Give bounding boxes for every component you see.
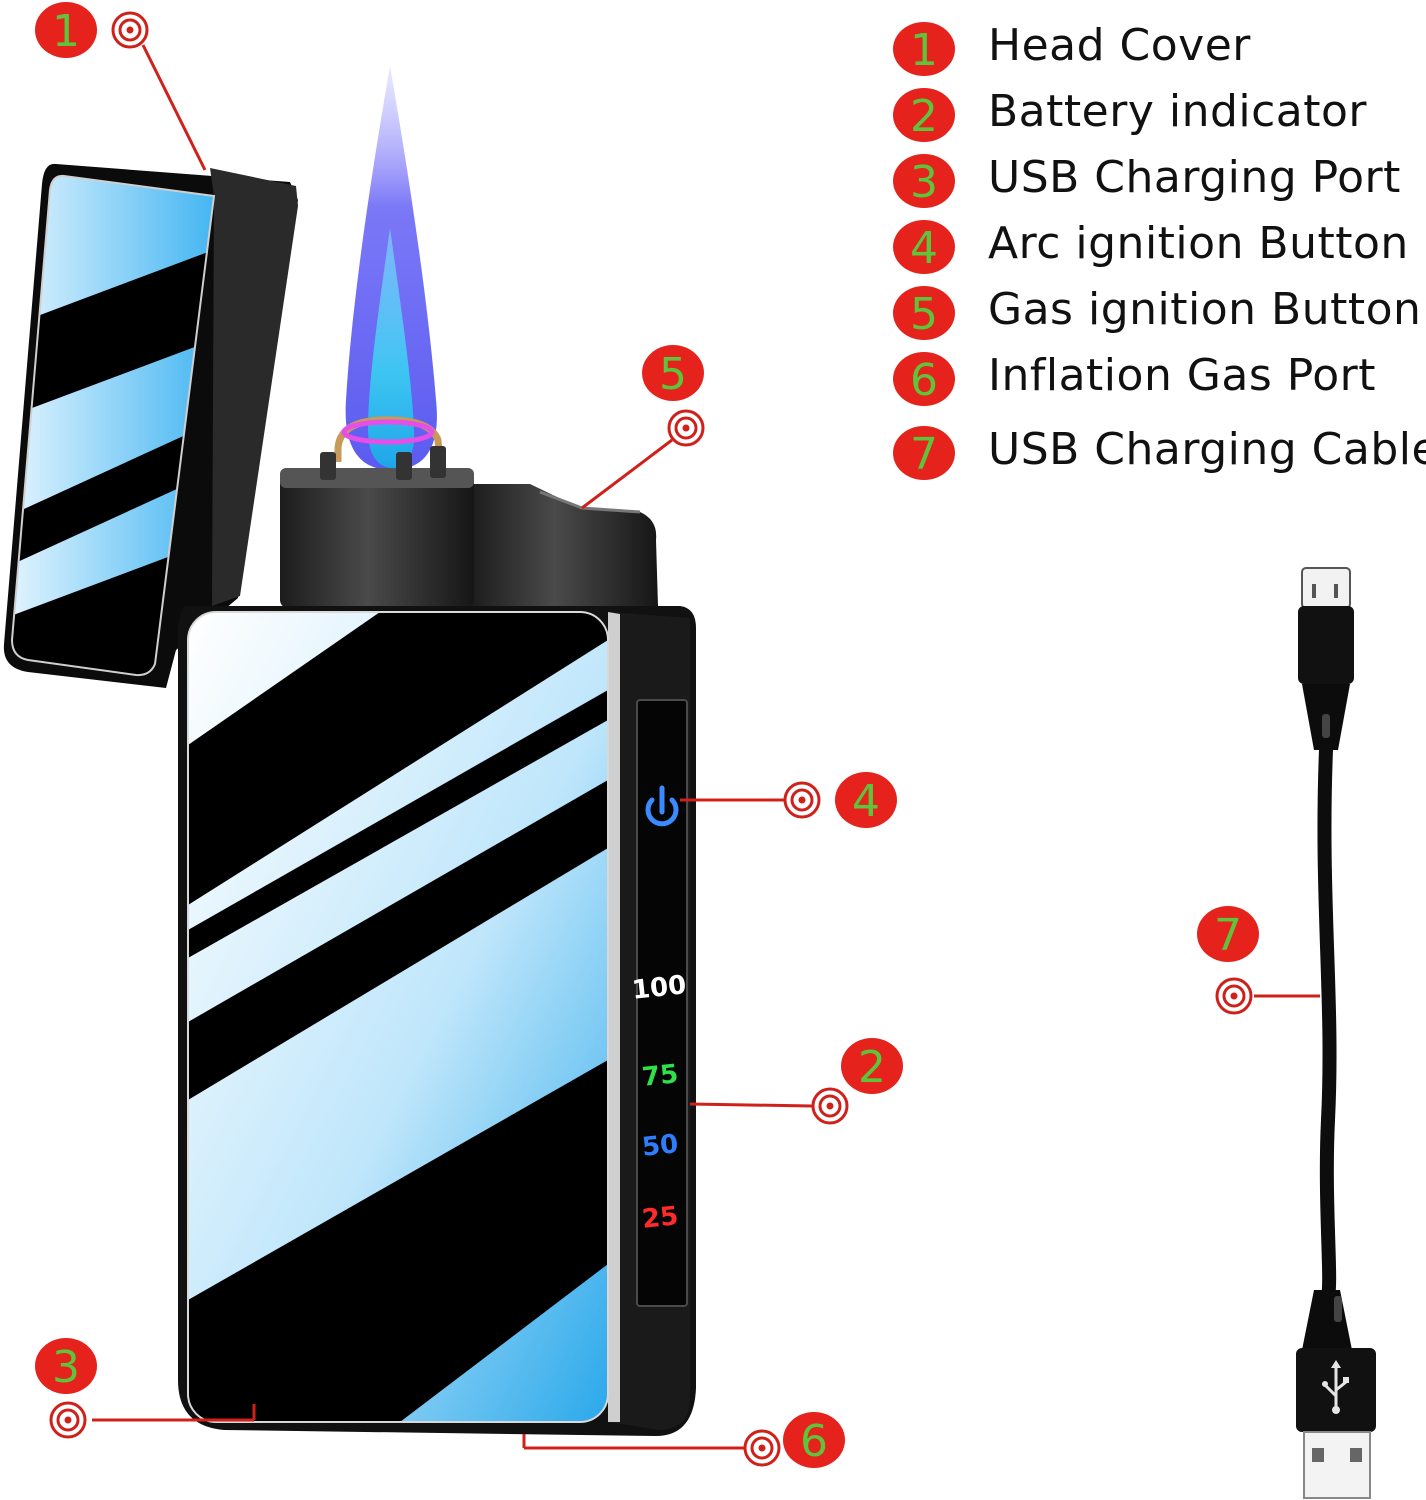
svg-text:2: 2 xyxy=(910,91,938,142)
legend-badge: 1 xyxy=(893,22,955,76)
svg-text:1: 1 xyxy=(910,25,938,76)
svg-text:4: 4 xyxy=(852,776,880,827)
legend-badge: 4 xyxy=(893,220,955,274)
callout-badges: 1 5 4 2 3 6 7 xyxy=(35,2,1259,1468)
svg-text:5: 5 xyxy=(910,289,938,340)
callout-7: 7 xyxy=(1197,906,1259,962)
battery-indicator: 100 75 50 25 xyxy=(631,970,688,1235)
legend-label: Arc ignition Button xyxy=(988,218,1409,269)
ignition-head xyxy=(280,416,658,608)
legend-label: Gas ignition Button xyxy=(988,284,1422,335)
battery-level-100: 100 xyxy=(631,970,688,1006)
legend-item: 6 Inflation Gas Port xyxy=(893,348,1423,414)
callout-2: 2 xyxy=(841,1038,903,1094)
jet-flame xyxy=(345,66,437,470)
battery-level-75: 75 xyxy=(641,1059,680,1093)
target-icon xyxy=(811,1087,849,1125)
callout-6: 6 xyxy=(783,1412,845,1468)
leader-lines xyxy=(92,44,1320,1450)
usb-charging-cable xyxy=(1296,567,1376,1499)
legend-item: 3 USB Charging Port xyxy=(893,150,1423,216)
legend-item: 1 Head Cover xyxy=(893,18,1423,84)
legend-badge: 5 xyxy=(893,286,955,340)
power-icon[interactable] xyxy=(645,785,679,827)
legend-badge: 2 xyxy=(893,88,955,142)
side-control-panel: 100 75 50 25 xyxy=(631,699,688,1307)
legend-item: 2 Battery indicator xyxy=(893,84,1423,150)
parts-legend: 1 Head Cover 2 Battery indicator 3 USB C… xyxy=(893,18,1426,488)
callout-5: 5 xyxy=(642,345,704,401)
battery-level-25: 25 xyxy=(641,1201,680,1235)
callout-4: 4 xyxy=(835,772,897,828)
arc-electrodes xyxy=(320,416,446,480)
svg-text:7: 7 xyxy=(1214,910,1242,961)
svg-text:6: 6 xyxy=(910,355,938,406)
target-icon xyxy=(743,1429,781,1467)
svg-text:4: 4 xyxy=(910,223,938,274)
callout-3: 3 xyxy=(35,1338,97,1394)
target-icons xyxy=(49,11,1253,1467)
svg-text:5: 5 xyxy=(659,349,687,400)
target-icon xyxy=(783,781,821,819)
target-icon xyxy=(49,1401,87,1439)
battery-level-50: 50 xyxy=(641,1129,680,1163)
legend-badge: 7 xyxy=(893,426,955,480)
legend-label: Battery indicator xyxy=(988,86,1368,137)
legend-badge: 6 xyxy=(893,352,955,406)
svg-text:7: 7 xyxy=(910,429,938,480)
legend-label: Inflation Gas Port xyxy=(988,350,1377,401)
legend-label: Head Cover xyxy=(988,20,1251,71)
usb-symbol-icon xyxy=(1322,1360,1349,1414)
lighter-body xyxy=(178,606,696,1436)
legend-label: USB Charging Cable xyxy=(988,424,1426,475)
target-icon xyxy=(667,409,705,447)
legend-badge: 3 xyxy=(893,154,955,208)
callout-1: 1 xyxy=(35,2,97,58)
svg-text:6: 6 xyxy=(800,1416,828,1467)
target-icon xyxy=(111,11,149,49)
svg-text:3: 3 xyxy=(910,157,938,208)
svg-text:3: 3 xyxy=(52,1342,80,1393)
head-cover xyxy=(3,163,298,689)
target-icon xyxy=(1215,977,1253,1015)
svg-text:1: 1 xyxy=(52,6,80,57)
legend-item: 4 Arc ignition Button xyxy=(893,216,1423,282)
svg-text:2: 2 xyxy=(858,1042,886,1093)
legend-label: USB Charging Port xyxy=(988,152,1401,203)
legend-item: 5 Gas ignition Button xyxy=(893,282,1423,348)
legend-item: 7 USB Charging Cable xyxy=(893,422,1426,488)
